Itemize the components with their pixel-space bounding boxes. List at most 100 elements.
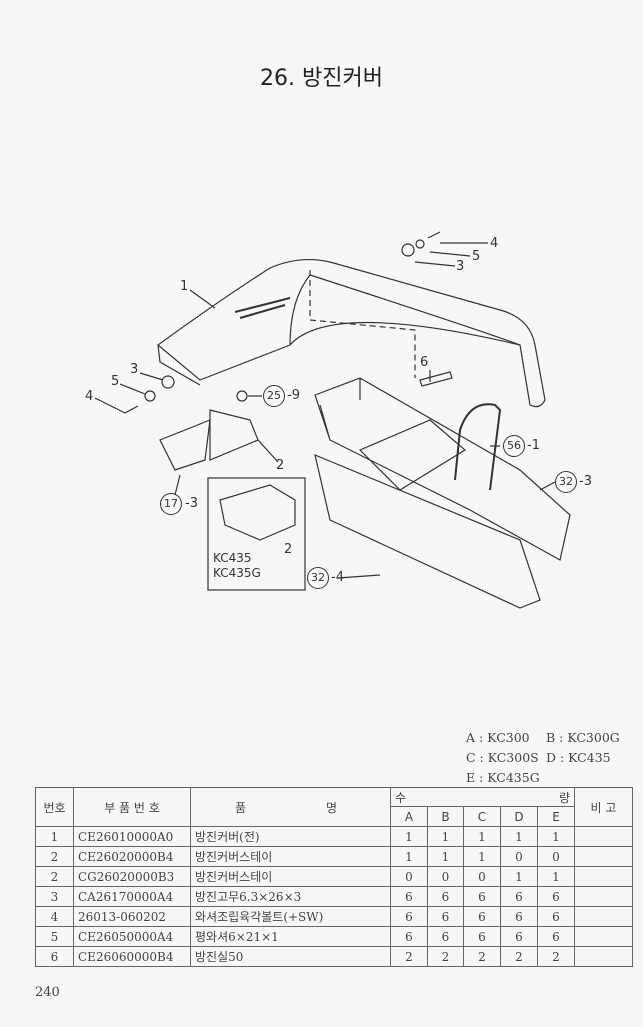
frame-part (314, 377, 571, 561)
callout-4: 4 (85, 389, 94, 404)
part-name: 방진실50 (190, 946, 391, 967)
quantity-D: 2 (500, 946, 538, 967)
callout-3: 3 (130, 362, 139, 377)
quantity-E: 2 (537, 946, 575, 967)
quantity-B: 6 (427, 926, 464, 947)
header-qty-A: A (390, 806, 428, 827)
quantity-A: 0 (390, 866, 428, 887)
page-number: 240 (35, 985, 60, 1000)
quantity-C: 1 (463, 846, 501, 867)
note-cell (574, 846, 633, 867)
quantity-A: 2 (390, 946, 428, 967)
callout-ref-suffix: -4 (331, 570, 344, 585)
callout-3: 3 (456, 259, 465, 274)
callout-ref-32: 32 (555, 471, 577, 493)
callout-5: 5 (111, 374, 120, 389)
quantity-B: 6 (427, 906, 464, 927)
quantity-C: 1 (463, 826, 501, 847)
handle-tube (454, 403, 502, 491)
quantity-D: 6 (500, 926, 538, 947)
page-title: 26. 방진커버 (260, 66, 383, 91)
quantity-A: 6 (390, 886, 428, 907)
note-cell (574, 826, 633, 847)
part-number: CE26060000B4 (73, 946, 191, 967)
quantity-D: 1 (500, 826, 538, 847)
row-number: 3 (35, 886, 74, 907)
part-name: 와셔조립육각볼트(+SW) (190, 906, 391, 927)
quantity-E: 6 (537, 906, 575, 927)
callout-ref-32: 32 (307, 567, 329, 589)
row-number: 6 (35, 946, 74, 967)
quantity-B: 2 (427, 946, 464, 967)
part-number: CG26020000B3 (73, 866, 191, 887)
callout-ref-17: 17 (160, 493, 182, 515)
quantity-D: 0 (500, 846, 538, 867)
stay-part (209, 409, 259, 461)
inset-box (207, 477, 306, 591)
legend-item: D : KC435 (546, 750, 611, 765)
row-number: 1 (35, 826, 74, 847)
row-number: 2 (35, 866, 74, 887)
header-qty-E: E (537, 806, 575, 827)
quantity-B: 0 (427, 866, 464, 887)
part-name: 방진커버(전) (190, 826, 391, 847)
row-number: 2 (35, 846, 74, 867)
quantity-C: 0 (463, 866, 501, 887)
quantity-D: 1 (500, 866, 538, 887)
quantity-C: 6 (463, 906, 501, 927)
callout-5: 5 (472, 249, 481, 264)
quantity-B: 6 (427, 886, 464, 907)
quantity-E: 0 (537, 846, 575, 867)
callout-ref-suffix: -3 (185, 496, 198, 511)
inset-model: KC435 (213, 551, 252, 565)
row-number: 5 (35, 926, 74, 947)
callout-4: 4 (490, 236, 499, 251)
header-qty-D: D (500, 806, 538, 827)
callout-1: 1 (180, 279, 189, 294)
quantity-B: 1 (427, 846, 464, 867)
part-number: CA26170000A4 (73, 886, 191, 907)
note-cell (574, 926, 633, 947)
callout-2: 2 (284, 542, 293, 557)
part-name: 방진고무6.3×26×3 (190, 886, 391, 907)
exploded-parts-diagram (94, 231, 571, 609)
quantity-A: 1 (390, 826, 428, 847)
header-note: 비 고 (574, 787, 633, 827)
quantity-E: 6 (537, 926, 575, 947)
quantity-B: 1 (427, 826, 464, 847)
note-cell (574, 946, 633, 967)
callout-ref-56: 56 (503, 435, 525, 457)
header-qty-B: B (427, 806, 464, 827)
quantity-A: 6 (390, 926, 428, 947)
note-cell (574, 866, 633, 887)
header-part-number: 부 품 번 호 (73, 787, 191, 827)
inset-model: KC435G (213, 566, 261, 580)
callout-ref-suffix: -3 (579, 474, 592, 489)
legend-item: E : KC435G (466, 770, 540, 785)
quantity-E: 6 (537, 886, 575, 907)
quantity-D: 6 (500, 886, 538, 907)
quantity-C: 2 (463, 946, 501, 967)
legend-item: B : KC300G (546, 730, 620, 745)
callout-ref-suffix: -9 (287, 388, 300, 403)
part-name: 평와셔6×21×1 (190, 926, 391, 947)
callout-ref-suffix: -1 (527, 438, 540, 453)
part-name: 방진커버스테이 (190, 846, 391, 867)
callout-2: 2 (276, 458, 285, 473)
quantity-D: 6 (500, 906, 538, 927)
quantity-C: 6 (463, 886, 501, 907)
part-name: 방진커버스테이 (190, 866, 391, 887)
header-no: 번호 (35, 787, 74, 827)
legend-item: C : KC300S (466, 750, 539, 765)
